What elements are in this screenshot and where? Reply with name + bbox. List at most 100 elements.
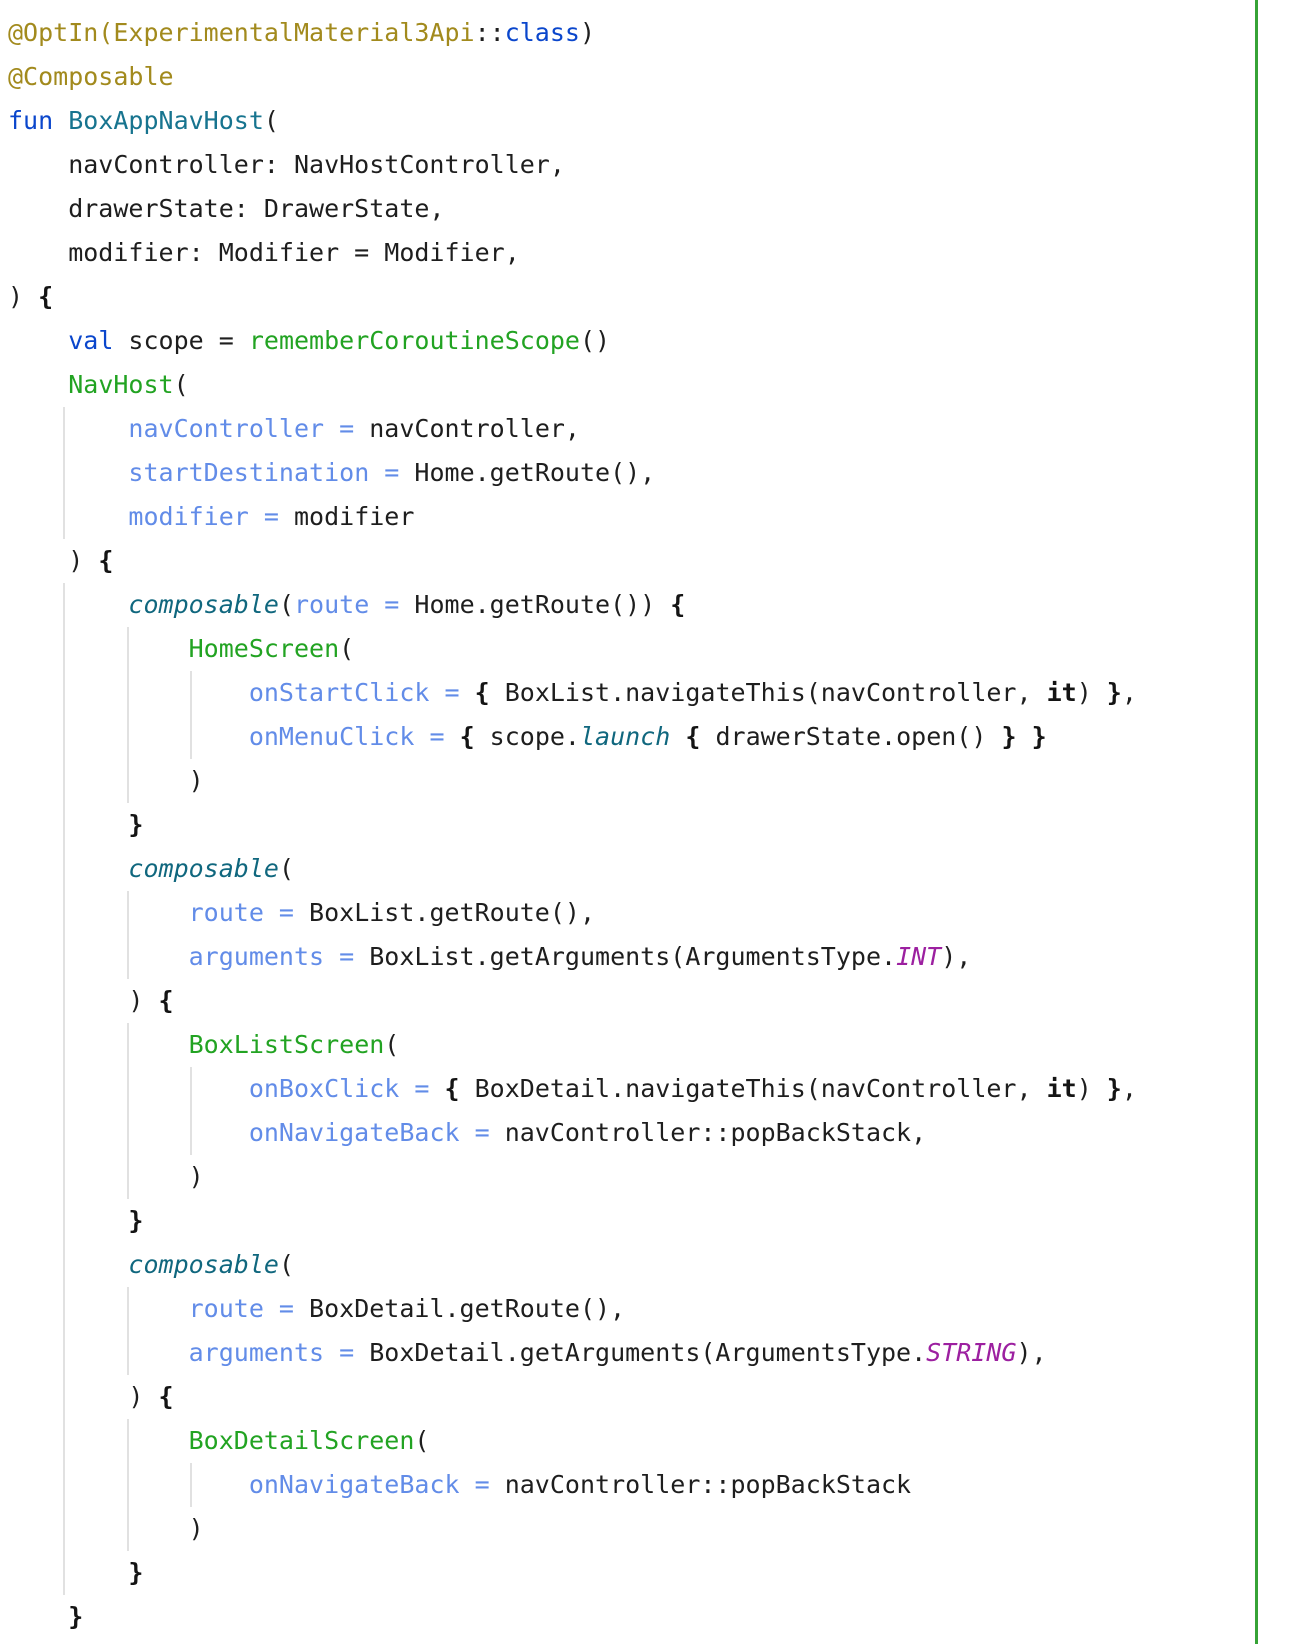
code-line: onNavigateBack = navController::popBackS… — [8, 1111, 1137, 1155]
code-token: ) — [1076, 1074, 1107, 1103]
code-token — [8, 854, 128, 883]
code-token: rememberCoroutineScope — [248, 326, 580, 355]
code-token: @OptIn(ExperimentalMaterial3Api — [8, 18, 475, 47]
code-token — [8, 1602, 68, 1631]
code-line: onBoxClick = { BoxDetail.navigateThis(na… — [8, 1067, 1137, 1111]
code-token — [8, 1294, 189, 1323]
code-token: composable — [128, 590, 279, 619]
indent-guide — [190, 1067, 192, 1155]
code-token: ( — [278, 1250, 294, 1279]
code-token: { — [459, 722, 475, 751]
code-token: { — [444, 1074, 460, 1103]
code-token: scope. — [474, 722, 580, 751]
indent-guide — [63, 407, 65, 539]
code-token: ) — [8, 282, 39, 311]
code-line: route = BoxList.getRoute(), — [8, 891, 1137, 935]
code-token: ( — [278, 854, 294, 883]
code-line: navController = navController, — [8, 407, 1137, 451]
code-line: onStartClick = { BoxList.navigateThis(na… — [8, 671, 1137, 715]
code-token: } — [1001, 722, 1017, 751]
code-token — [8, 414, 128, 443]
code-line: composable(route = Home.getRoute()) { — [8, 583, 1137, 627]
code-line: val scope = rememberCoroutineScope() — [8, 319, 1137, 363]
code-line: ) { — [8, 539, 1137, 583]
code-line: ) — [8, 1155, 1137, 1199]
code-token: , — [1121, 678, 1137, 707]
code-line: } — [8, 1551, 1137, 1595]
code-token — [1017, 722, 1032, 751]
code-line: } — [8, 1595, 1137, 1639]
code-line: onNavigateBack = navController::popBackS… — [8, 1463, 1137, 1507]
code-token — [429, 1074, 444, 1103]
code-token — [670, 722, 685, 751]
code-line: @Composable — [8, 55, 1137, 99]
code-line: startDestination = Home.getRoute(), — [8, 451, 1137, 495]
code-token — [8, 1030, 189, 1059]
code-token: HomeScreen — [188, 634, 340, 663]
code-token: INT — [896, 942, 942, 971]
code-token — [8, 590, 128, 619]
code-token: modifier: Modifier = Modifier, — [8, 238, 520, 267]
code-token: composable — [128, 854, 279, 883]
code-token — [8, 1074, 249, 1103]
code-line: composable( — [8, 847, 1137, 891]
code-token: navController, — [354, 414, 580, 443]
code-token: ) — [579, 18, 596, 47]
code-token: :: — [474, 18, 505, 47]
code-token: STRING — [926, 1338, 1017, 1367]
code-token: } — [68, 1602, 84, 1631]
code-token: ) — [8, 1382, 159, 1411]
code-token: onMenuClick = — [248, 722, 445, 751]
code-token — [8, 722, 249, 751]
code-token — [460, 678, 475, 707]
code-line: NavHost( — [8, 363, 1137, 407]
code-token — [445, 722, 460, 751]
code-token: @Composable — [8, 62, 174, 91]
code-token: val — [68, 326, 114, 355]
code-line: navController: NavHostController, — [8, 143, 1137, 187]
code-token: () — [579, 326, 611, 355]
code-token: onNavigateBack = — [248, 1470, 490, 1499]
code-token: it — [1046, 678, 1077, 707]
code-token: scope = — [113, 326, 249, 355]
indent-guide — [63, 583, 65, 1595]
code-token: composable — [128, 1250, 279, 1279]
code-token: BoxDetail.getArguments(ArgumentsType. — [354, 1338, 927, 1367]
code-token: { — [158, 1382, 174, 1411]
indent-guide — [127, 891, 129, 979]
code-token — [8, 1338, 189, 1367]
code-token: { — [670, 590, 686, 619]
code-token — [8, 942, 189, 971]
code-area[interactable]: @OptIn(ExperimentalMaterial3Api::class)@… — [0, 11, 1137, 1639]
indent-guide — [127, 1287, 129, 1375]
code-token: { — [474, 678, 490, 707]
code-line: modifier = modifier — [8, 495, 1137, 539]
code-token: navController::popBackStack, — [489, 1118, 927, 1147]
code-token: ), — [941, 942, 972, 971]
indent-guide — [190, 671, 192, 759]
code-token: drawerState.open() — [700, 722, 1002, 751]
code-line: } — [8, 1199, 1137, 1243]
code-token: Home.getRoute(), — [399, 458, 656, 487]
code-line: drawerState: DrawerState, — [8, 187, 1137, 231]
code-token — [8, 1206, 128, 1235]
code-token: NavHost — [68, 370, 174, 399]
code-token — [8, 326, 68, 355]
code-token: ) — [8, 766, 204, 795]
code-token: BoxListScreen — [188, 1030, 385, 1059]
code-token — [8, 1250, 128, 1279]
code-line: modifier: Modifier = Modifier, — [8, 231, 1137, 275]
code-token: } — [1106, 678, 1122, 707]
code-token: arguments = — [188, 942, 355, 971]
indent-guide — [127, 627, 129, 803]
code-token — [8, 678, 249, 707]
code-token: } — [128, 810, 144, 839]
code-token: launch — [579, 722, 671, 751]
code-token — [8, 810, 128, 839]
code-token: Home.getRoute()) — [399, 590, 671, 619]
code-token: BoxList.getArguments(ArgumentsType. — [354, 942, 897, 971]
code-line: fun BoxAppNavHost( — [8, 99, 1137, 143]
code-token: arguments = — [188, 1338, 355, 1367]
code-token: BoxDetail.getRoute(), — [293, 1294, 626, 1323]
